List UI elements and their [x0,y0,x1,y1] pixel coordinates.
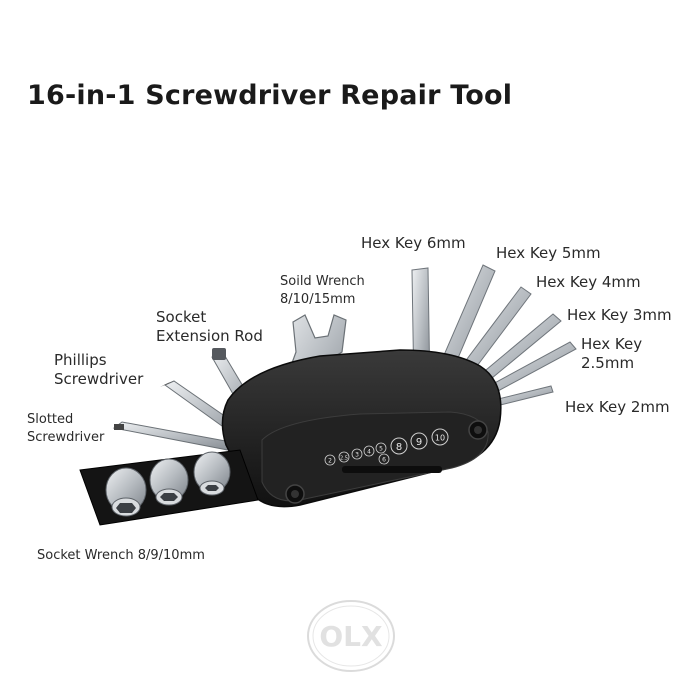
olx-watermark-logo: OLX [307,600,395,672]
label-socket-wrench: Socket Wrench 8/9/10mm [37,548,205,563]
svg-text:9: 9 [416,437,422,448]
svg-text:OLX: OLX [319,620,383,653]
size-mark: 6 [378,453,390,465]
label-hex-key-4mm: Hex Key 4mm [536,273,641,291]
svg-text:3: 3 [355,452,359,459]
svg-text:2.5: 2.5 [340,456,348,462]
size-mark: 8 [390,437,408,455]
svg-text:5: 5 [379,446,383,453]
socket-wrenches [79,449,259,526]
size-mark: 9 [410,432,428,450]
size-mark: 2 [324,454,336,466]
page-title: 16-in-1 Screwdriver Repair Tool [27,80,513,111]
svg-text:4: 4 [367,449,371,456]
size-mark: 2.5 [338,451,350,463]
tool-body [221,349,502,508]
label-hex-key-3mm: Hex Key 3mm [567,306,672,324]
label-hex-key-6mm: Hex Key 6mm [361,234,466,252]
svg-text:2: 2 [328,458,332,465]
size-mark: 4 [363,445,375,457]
socket-10mm [105,467,147,517]
socket-9mm [149,458,189,506]
label-hex-key-2mm: Hex Key 2mm [565,398,670,416]
size-mark: 5 [375,442,387,454]
size-mark: 3 [351,448,363,460]
label-hex-key-5mm: Hex Key 5mm [496,244,601,262]
svg-text:8: 8 [396,442,402,453]
size-markings: 2 2.5 3 4 5 6 8 9 10 [324,428,449,466]
size-mark: 10 [431,428,449,446]
socket-8mm [193,451,231,496]
svg-text:6: 6 [382,457,386,464]
svg-text:10: 10 [435,434,445,443]
